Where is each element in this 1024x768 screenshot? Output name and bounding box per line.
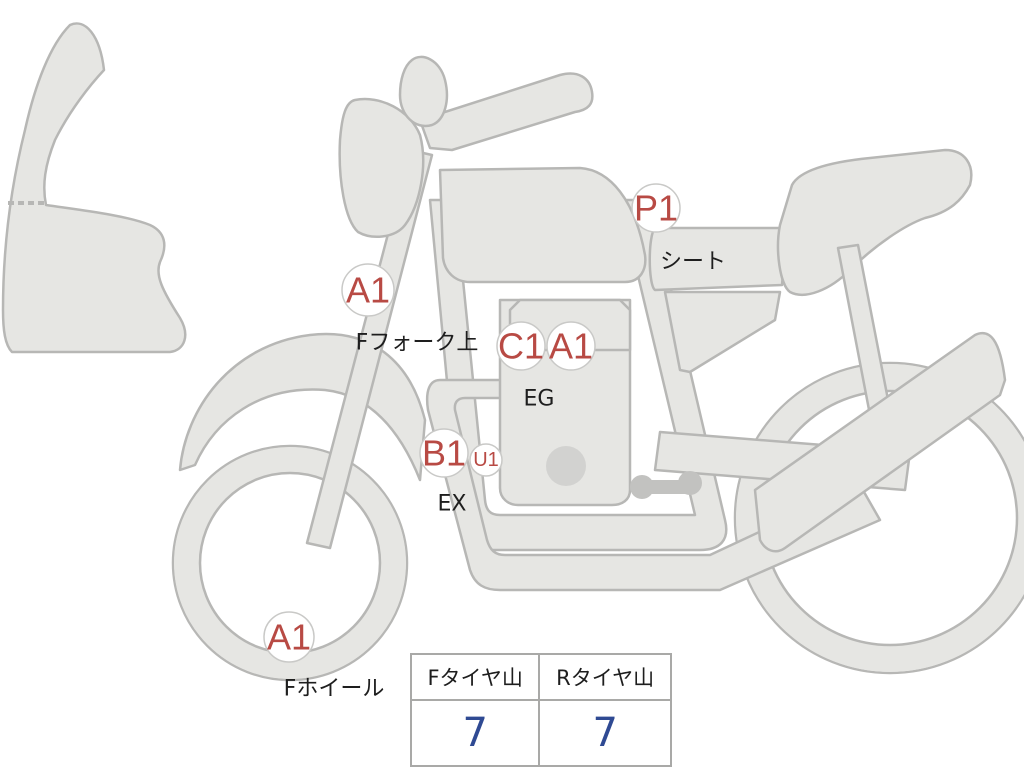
- marker-front-wheel-code: A1: [267, 617, 311, 658]
- handlebar: [418, 72, 594, 152]
- marker-engine-label: EG: [524, 387, 555, 412]
- tread-table-value-row: 7 7: [409, 699, 672, 767]
- muffler: [753, 331, 1007, 553]
- footpeg-end-right: [678, 471, 702, 495]
- tread-table-header-row: Fタイヤ山 Rタイヤ山: [409, 653, 672, 701]
- front-fork: [305, 148, 434, 550]
- marker-exhaust-u-code: U1: [473, 449, 499, 471]
- rear-tread-value: 7: [538, 699, 672, 767]
- marker-front-wheel-badge: A1: [263, 611, 315, 663]
- rear-tread-header: Rタイヤ山: [538, 653, 672, 701]
- marker-fork-upper-code: A1: [346, 270, 390, 311]
- marker-front-wheel-label: Fホイール: [284, 677, 385, 702]
- side-cover: [663, 290, 782, 374]
- marker-engine-c-badge: C1: [496, 321, 546, 371]
- fairing-shape: [1, 22, 187, 354]
- tail-cowl: [776, 148, 973, 297]
- marker-seat-badge: P1: [631, 183, 681, 233]
- front-tread-header: Fタイヤ山: [409, 653, 541, 701]
- fuel-tank: [438, 166, 647, 284]
- marker-exhaust-label: EX: [438, 492, 467, 517]
- tread-depth-table: Fタイヤ山 Rタイヤ山 7 7: [409, 653, 672, 767]
- marker-exhaust-u-badge: U1: [469, 443, 503, 477]
- marker-engine-a-badge: A1: [546, 321, 596, 371]
- marker-exhaust-b-code: B1: [422, 433, 466, 474]
- marker-engine-c-code: C1: [498, 326, 544, 367]
- marker-fork-upper-label: Fフォーク上: [356, 331, 479, 356]
- footpeg-end-left: [630, 475, 654, 499]
- engine-case-circle: [546, 446, 586, 486]
- marker-seat-code: P1: [634, 188, 678, 229]
- marker-seat-label: シート: [660, 250, 726, 275]
- marker-exhaust-b-badge: B1: [419, 428, 469, 478]
- meter: [398, 55, 449, 128]
- marker-engine-a-code: A1: [549, 326, 593, 367]
- front-tread-value: 7: [409, 699, 541, 767]
- marker-fork-upper-badge: A1: [341, 263, 395, 317]
